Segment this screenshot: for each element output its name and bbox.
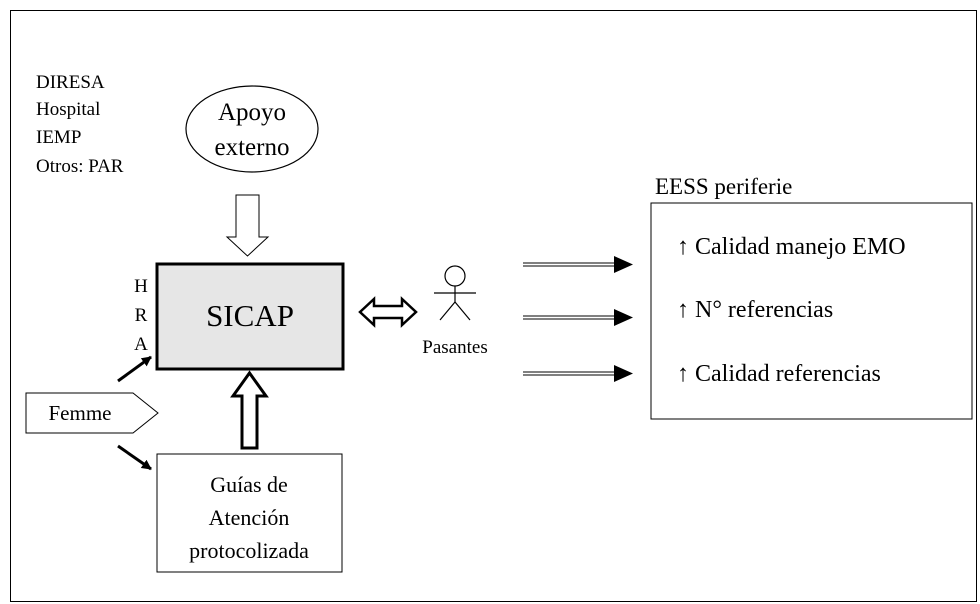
eess-item-2: ↑ N° referencias (677, 298, 833, 322)
source-otros: Otros: PAR (36, 156, 124, 177)
sicap-pasantes-double-arrow (358, 296, 418, 328)
hra-letter-a: A (134, 334, 148, 355)
femme-pentagon (25, 392, 159, 434)
source-diresa: DIRESA (36, 72, 105, 93)
sicap-label: SICAP (206, 298, 294, 333)
femme-to-guias-arrow (117, 444, 152, 471)
eess-item-1: ↑ Calidad manejo EMO (677, 235, 906, 259)
apoyo-down-arrow (225, 194, 270, 257)
source-iemp: IEMP (36, 127, 82, 148)
guias-box (156, 453, 343, 573)
source-hospital: Hospital (36, 99, 101, 120)
eess-title: EESS periferie (655, 174, 793, 199)
eess-box (650, 202, 973, 420)
pasantes-figure-icon (434, 265, 476, 321)
hra-letter-r: R (134, 305, 148, 326)
sicap-box (155, 262, 345, 371)
eess-item-1-text: Calidad manejo EMO (695, 234, 906, 260)
eess-item-3: ↑ Calidad referencias (677, 362, 881, 386)
outcome-arrow-1 (523, 256, 633, 273)
hra-letter-h: H (134, 276, 148, 297)
guias-line1: Guías de (210, 472, 288, 497)
pasantes-label: Pasantes (422, 337, 488, 358)
up-arrow-icon: ↑ (677, 297, 689, 323)
femme-label: Femme (48, 401, 112, 425)
outcome-arrow-3 (523, 365, 633, 382)
femme-to-sicap-arrow (117, 355, 152, 383)
eess-item-3-text: Calidad referencias (695, 361, 881, 387)
diagram-frame (10, 10, 977, 602)
guias-line2: Atención (208, 505, 290, 530)
apoyo-line2: externo (214, 134, 290, 161)
apoyo-ellipse (185, 85, 319, 173)
up-arrow-icon: ↑ (677, 361, 689, 387)
guias-line3: protocolizada (189, 538, 309, 563)
apoyo-line1: Apoyo (217, 99, 287, 126)
eess-item-2-text: N° referencias (695, 297, 834, 323)
guias-up-arrow (230, 370, 269, 450)
up-arrow-icon: ↑ (677, 234, 689, 260)
outcome-arrow-2 (523, 309, 633, 326)
